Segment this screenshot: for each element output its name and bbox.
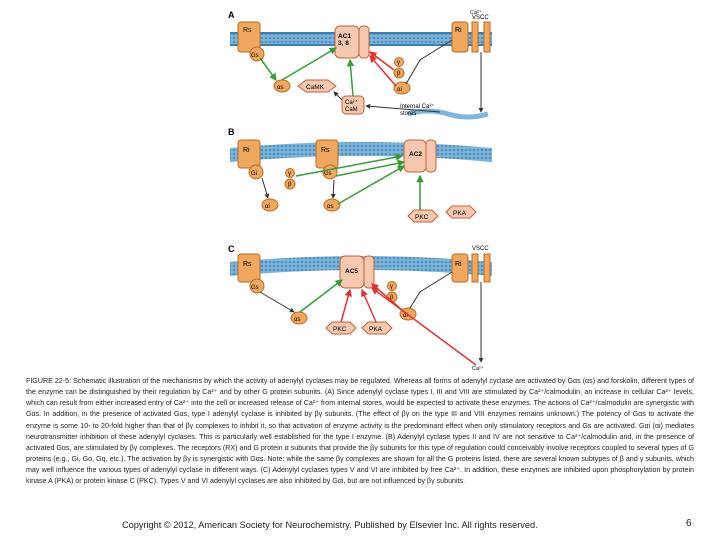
alpha-i-label: αi [397, 87, 402, 93]
copyright-notice: Copyright © 2012, American Society for N… [122, 520, 538, 530]
gamma-subunit [285, 168, 295, 178]
gamma-subunit [387, 281, 397, 291]
ri-label: Ri [243, 147, 250, 154]
pkc-label: PKC [333, 326, 347, 333]
pkc-label: PKC [415, 214, 429, 221]
alpha-i-label: αi [265, 204, 270, 210]
figure-caption: FIGURE 22-5: Schematic illustration of t… [26, 377, 694, 486]
rs-receptor [237, 253, 261, 283]
pka-kinase [445, 205, 477, 219]
gamma-subunit [394, 57, 404, 67]
beta-label: β [288, 182, 292, 188]
gs-label: Gs [251, 285, 259, 291]
alpha-i-subunit [261, 198, 279, 212]
vscc-label: VSCC [472, 15, 489, 21]
beta-subunit [393, 67, 405, 79]
panel-letter: A [228, 10, 235, 20]
vscc-channel [471, 21, 479, 53]
internal-stores-label: Internal Ca²⁺stores [400, 103, 435, 117]
gs-protein [249, 278, 265, 294]
ri-label: Ri [455, 27, 462, 34]
ri-receptor [451, 21, 469, 53]
panel-c: C Rs Gs AC5 Ri VSCC γ β αs αi PKC PKA Ca… [228, 244, 492, 372]
alpha-s-subunit [290, 311, 308, 325]
gamma-label: γ [397, 60, 400, 66]
gs-label: Gs [324, 171, 332, 177]
rs-label: Rs [243, 27, 252, 34]
ca-cam-label: Ca²⁺CaM [345, 99, 358, 113]
pka-label: PKA [453, 210, 467, 217]
gs-protein [249, 46, 265, 62]
alpha-i-subunit [393, 81, 411, 95]
pka-label: PKA [369, 326, 383, 333]
alpha-i-label: αi [403, 313, 408, 319]
ca-label: Ca²⁺ [472, 365, 484, 372]
gi-protein [248, 164, 264, 180]
pka-kinase [361, 321, 393, 335]
alpha-s-label: αs [327, 204, 333, 210]
vscc-channel [471, 253, 479, 283]
ri-label: Ri [455, 261, 462, 268]
ca-top-label: Ca²⁺ [470, 9, 482, 16]
alpha-s-label: αs [294, 317, 300, 323]
rs-receptor [315, 139, 339, 169]
cell-membrane [230, 142, 492, 162]
rs-receptor [237, 21, 261, 53]
camk-label: CaMK [306, 84, 325, 91]
ac-label: AC2 [409, 151, 422, 158]
rs-label: Rs [243, 261, 252, 268]
ac-label: AC5 [345, 268, 358, 275]
vscc-label: VSCC [472, 246, 489, 252]
internal-ca-stores [407, 108, 489, 120]
alpha-s-subunit [323, 198, 341, 212]
beta-label: β [397, 71, 401, 77]
camk-kinase [297, 79, 337, 93]
alpha-s-label: αs [277, 85, 283, 91]
gs-label: Gs [251, 53, 259, 59]
rs-label: Rs [321, 147, 330, 154]
beta-label: β [390, 295, 394, 301]
page-number: 6 [686, 518, 692, 529]
gamma-label: γ [288, 171, 291, 177]
panel-b: B Ri Gi Rs Gs AC2 γ β αi αs PKC PKA [228, 127, 492, 223]
panel-letter: B [228, 127, 235, 137]
gi-label: Gi [251, 171, 257, 177]
gamma-label: γ [390, 284, 393, 290]
panel-letter: C [228, 244, 235, 254]
ri-receptor [451, 253, 469, 283]
beta-subunit [284, 178, 296, 190]
ri-receptor [237, 139, 261, 169]
pkc-kinase [325, 321, 357, 335]
pkc-kinase [407, 209, 439, 223]
